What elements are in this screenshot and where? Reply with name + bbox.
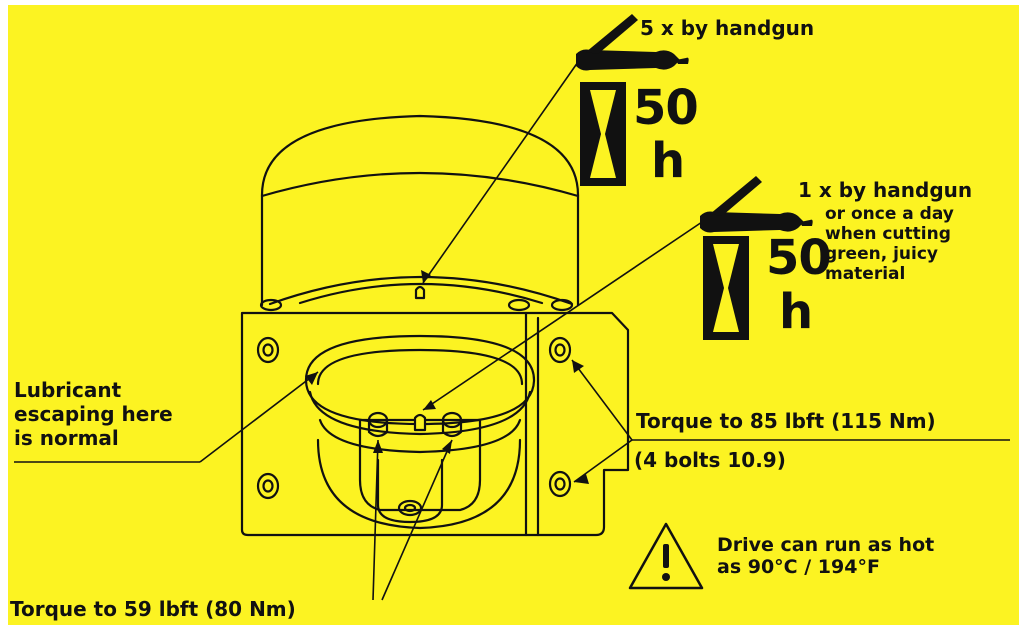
drum-shoulder-inner xyxy=(298,282,544,305)
plate-bolt-top-left xyxy=(256,336,280,364)
gear-housing xyxy=(316,438,522,530)
plate-bolt-top-right xyxy=(548,336,572,364)
top-hours-unit: h xyxy=(651,133,685,189)
top-gun-text: 5 x by handgun xyxy=(640,16,815,40)
plate-top-bolt-right xyxy=(550,298,574,312)
right-hours-unit: h xyxy=(779,284,813,340)
grease-gun-icon-right xyxy=(700,176,813,233)
plate-bolt-bottom-right xyxy=(548,470,572,498)
top-hours-value: 50 xyxy=(633,80,699,136)
flange-ring-4 xyxy=(318,418,522,454)
arrowheads xyxy=(305,270,589,484)
bolts-spec-label: (4 bolts 10.9) xyxy=(634,448,786,472)
leader-torque-bottom xyxy=(573,439,633,483)
central-block xyxy=(358,418,482,512)
grease-nipple-center xyxy=(413,413,427,432)
arrowhead-bolt-top xyxy=(572,360,584,373)
right-hours-value: 50 xyxy=(766,230,832,286)
flange-ring-3 xyxy=(308,390,532,436)
plate-top-bolt-mid xyxy=(507,298,531,312)
leader-center-nipple xyxy=(422,221,703,411)
drum-shoulder xyxy=(268,275,574,306)
right-gun-text: 1 x by handgun xyxy=(798,178,973,202)
arrowhead-center xyxy=(423,400,436,410)
arrowhead-bottom-right xyxy=(442,440,452,454)
torque-main-label: Torque to 85 lbft (115 Nm) xyxy=(636,409,936,433)
grease-nipple-top xyxy=(414,285,426,300)
torque-bottom-label: Torque to 59 lbft (80 Nm) xyxy=(10,597,296,621)
hourglass-icon xyxy=(580,82,626,186)
leader-lubricant xyxy=(199,371,319,463)
warning-text: Drive can run as hot as 90°C / 194°F xyxy=(717,534,935,578)
arrowhead-top xyxy=(421,270,431,283)
hourglass-icon-right xyxy=(703,236,749,340)
leader-top-nipple xyxy=(422,61,579,284)
warning-triangle-icon xyxy=(628,522,704,590)
arrowhead-bolt-bottom xyxy=(574,474,589,484)
central-bolt-left xyxy=(367,411,389,438)
leader-bottom-right xyxy=(381,439,453,601)
plate-bolt-bottom-left xyxy=(256,472,280,500)
shaft-end-inner xyxy=(403,503,417,513)
arrowhead-lubricant xyxy=(305,372,318,385)
leader-lines xyxy=(14,61,1010,601)
arrowhead-bottom-left xyxy=(373,440,383,453)
drum-body xyxy=(260,114,580,307)
gearbox-drawing xyxy=(240,114,630,537)
yellow-panel xyxy=(8,5,1019,625)
mounting-plate xyxy=(240,311,630,537)
leader-torque-top xyxy=(571,359,633,441)
leader-bottom-left xyxy=(372,439,379,601)
plate-top-bolt-left xyxy=(259,298,283,312)
right-interval-note: or once a day when cutting green, juicy … xyxy=(825,204,954,284)
flange-ring-2 xyxy=(316,348,524,386)
drum-top-rim xyxy=(260,171,580,198)
lubricant-note: Lubricant escaping here is normal xyxy=(14,378,173,450)
central-bolt-right xyxy=(441,411,463,438)
grease-gun-icon xyxy=(576,14,689,71)
output-shaft xyxy=(376,458,444,524)
shaft-end xyxy=(397,499,423,517)
